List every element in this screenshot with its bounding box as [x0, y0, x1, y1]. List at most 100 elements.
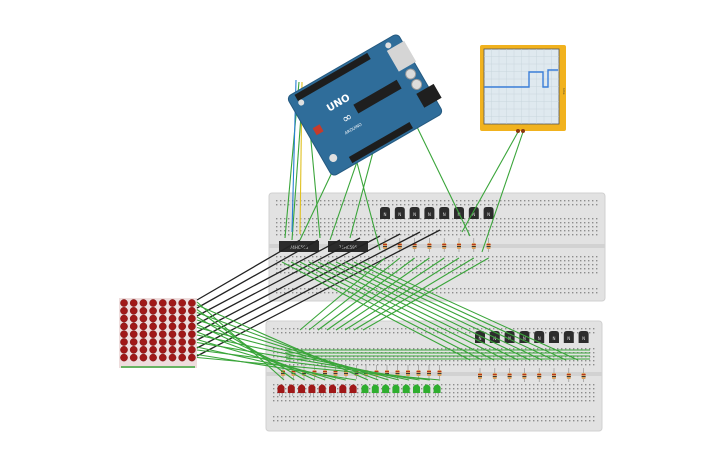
transistor[interactable]: N [439, 207, 450, 219]
green-wire[interactable] [308, 261, 507, 361]
matrix-led[interactable] [120, 353, 128, 362]
transistor[interactable]: N [483, 207, 494, 219]
matrix-led[interactable] [158, 353, 167, 362]
red-led[interactable] [339, 384, 347, 397]
matrix-led[interactable] [178, 338, 186, 346]
matrix-led[interactable] [149, 299, 157, 307]
resistor[interactable] [492, 368, 497, 382]
black-wire[interactable] [196, 239, 319, 309]
resistor[interactable] [552, 368, 556, 382]
green-wire[interactable] [317, 257, 415, 331]
matrix-led[interactable] [188, 306, 196, 315]
matrix-led[interactable] [129, 322, 138, 331]
transistor[interactable]: N [563, 331, 574, 343]
black-wire[interactable] [196, 229, 441, 357]
matrix-led[interactable] [158, 314, 167, 323]
matrix-led[interactable] [139, 322, 148, 331]
resistor[interactable] [416, 365, 421, 379]
matrix-led[interactable] [178, 353, 186, 362]
green-wire[interactable] [196, 309, 295, 381]
green-led[interactable] [382, 384, 390, 397]
resistor[interactable] [437, 365, 442, 379]
resistor[interactable] [471, 238, 476, 252]
matrix-led[interactable] [168, 306, 177, 315]
matrix-led[interactable] [149, 306, 157, 315]
resistor[interactable] [442, 238, 447, 252]
matrix-led[interactable] [178, 299, 186, 307]
resistor[interactable] [427, 238, 432, 252]
matrix-led[interactable] [149, 330, 157, 339]
transistor[interactable]: N [549, 331, 559, 343]
matrix-led[interactable] [158, 345, 167, 354]
red-led[interactable] [349, 384, 357, 397]
shift-register-1[interactable]: 74HC595 [279, 241, 319, 252]
transistor[interactable]: N [394, 207, 405, 219]
reset-button[interactable] [312, 124, 324, 136]
transistor[interactable]: N [578, 331, 589, 343]
resistor[interactable] [412, 238, 417, 252]
oscilloscope-probe-neg[interactable] [521, 129, 525, 133]
oscilloscope[interactable]: 1ms [480, 45, 566, 133]
green-led[interactable] [402, 384, 410, 397]
resistor[interactable] [397, 238, 402, 252]
matrix-led[interactable] [129, 314, 138, 323]
green-wire[interactable] [335, 257, 445, 331]
matrix-led[interactable] [188, 338, 196, 346]
power-analog-header[interactable] [348, 122, 413, 164]
matrix-led[interactable] [168, 299, 177, 307]
black-wire[interactable] [196, 235, 381, 333]
transistor[interactable]: N [380, 207, 390, 219]
green-wire[interactable] [308, 257, 401, 331]
resistor[interactable] [537, 368, 542, 382]
red-led[interactable] [318, 384, 326, 397]
matrix-led[interactable] [139, 330, 148, 339]
resistor[interactable] [566, 368, 571, 382]
matrix-led[interactable] [120, 345, 128, 354]
resistor[interactable] [486, 238, 491, 252]
matrix-led[interactable] [178, 314, 186, 323]
black-wire[interactable] [196, 231, 421, 349]
green-wire[interactable] [196, 353, 357, 381]
matrix-led[interactable] [168, 353, 177, 362]
green-led[interactable] [392, 384, 400, 397]
resistor[interactable] [478, 368, 482, 382]
matrix-led[interactable] [158, 306, 167, 315]
matrix-led[interactable] [129, 338, 138, 346]
green-wire[interactable] [353, 261, 567, 361]
matrix-led[interactable] [188, 353, 196, 362]
transistor[interactable]: N [424, 207, 435, 219]
red-led[interactable] [277, 384, 285, 397]
matrix-led[interactable] [129, 353, 138, 362]
matrix-led[interactable] [188, 330, 196, 339]
matrix-led[interactable] [139, 353, 148, 362]
green-led[interactable] [413, 384, 420, 397]
red-led[interactable] [308, 384, 316, 397]
matrix-led[interactable] [120, 322, 128, 331]
green-wire[interactable] [481, 131, 524, 253]
matrix-led[interactable] [149, 338, 157, 346]
matrix-led[interactable] [139, 306, 148, 315]
oscilloscope-probe-pos[interactable] [516, 129, 520, 133]
green-wire[interactable] [354, 154, 381, 251]
green-wire[interactable] [335, 261, 543, 361]
matrix-led[interactable] [168, 338, 177, 346]
resistor[interactable] [507, 368, 512, 382]
matrix-led[interactable] [149, 353, 157, 362]
green-wire[interactable] [362, 261, 579, 361]
matrix-led[interactable] [158, 299, 167, 307]
matrix-led[interactable] [120, 299, 128, 307]
green-wire[interactable] [344, 261, 555, 361]
shift-register-2[interactable]: 74HC595 [328, 241, 368, 252]
matrix-led[interactable] [178, 330, 186, 339]
matrix-led[interactable] [120, 338, 128, 346]
green-wire[interactable] [196, 311, 379, 381]
green-wire[interactable] [196, 356, 441, 381]
black-wire[interactable] [196, 239, 341, 317]
black-wire[interactable] [196, 239, 301, 301]
green-wire[interactable] [461, 131, 519, 233]
green-led[interactable] [361, 384, 369, 397]
matrix-led[interactable] [158, 338, 167, 346]
green-wire[interactable] [196, 316, 305, 381]
arduino-uno[interactable]: UNO ∞ ARDUINO [287, 30, 449, 177]
